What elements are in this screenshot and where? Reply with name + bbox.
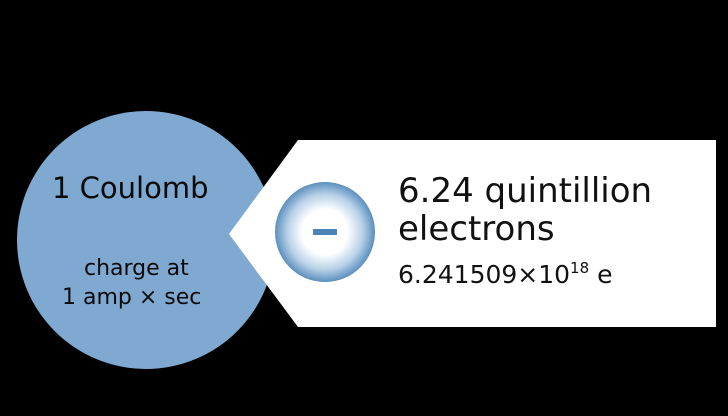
minus-sign-icon (313, 229, 337, 235)
coulomb-circle (17, 111, 275, 369)
sci-unit: e (589, 260, 613, 289)
electron-count-line1: 6.24 quintillion (398, 171, 653, 211)
electron-callout-box (229, 140, 716, 327)
sci-mantissa: 6.241509×10 (398, 260, 571, 289)
coulomb-subtitle-line2: 1 amp × sec (62, 285, 202, 310)
electron-scientific-notation: 6.241509×1018 e (398, 259, 613, 289)
electron-count-line2: electrons (398, 209, 555, 249)
sci-exponent: 18 (570, 259, 590, 277)
coulomb-subtitle-line1: charge at (84, 256, 189, 281)
coulomb-title: 1 Coulomb (52, 171, 209, 205)
